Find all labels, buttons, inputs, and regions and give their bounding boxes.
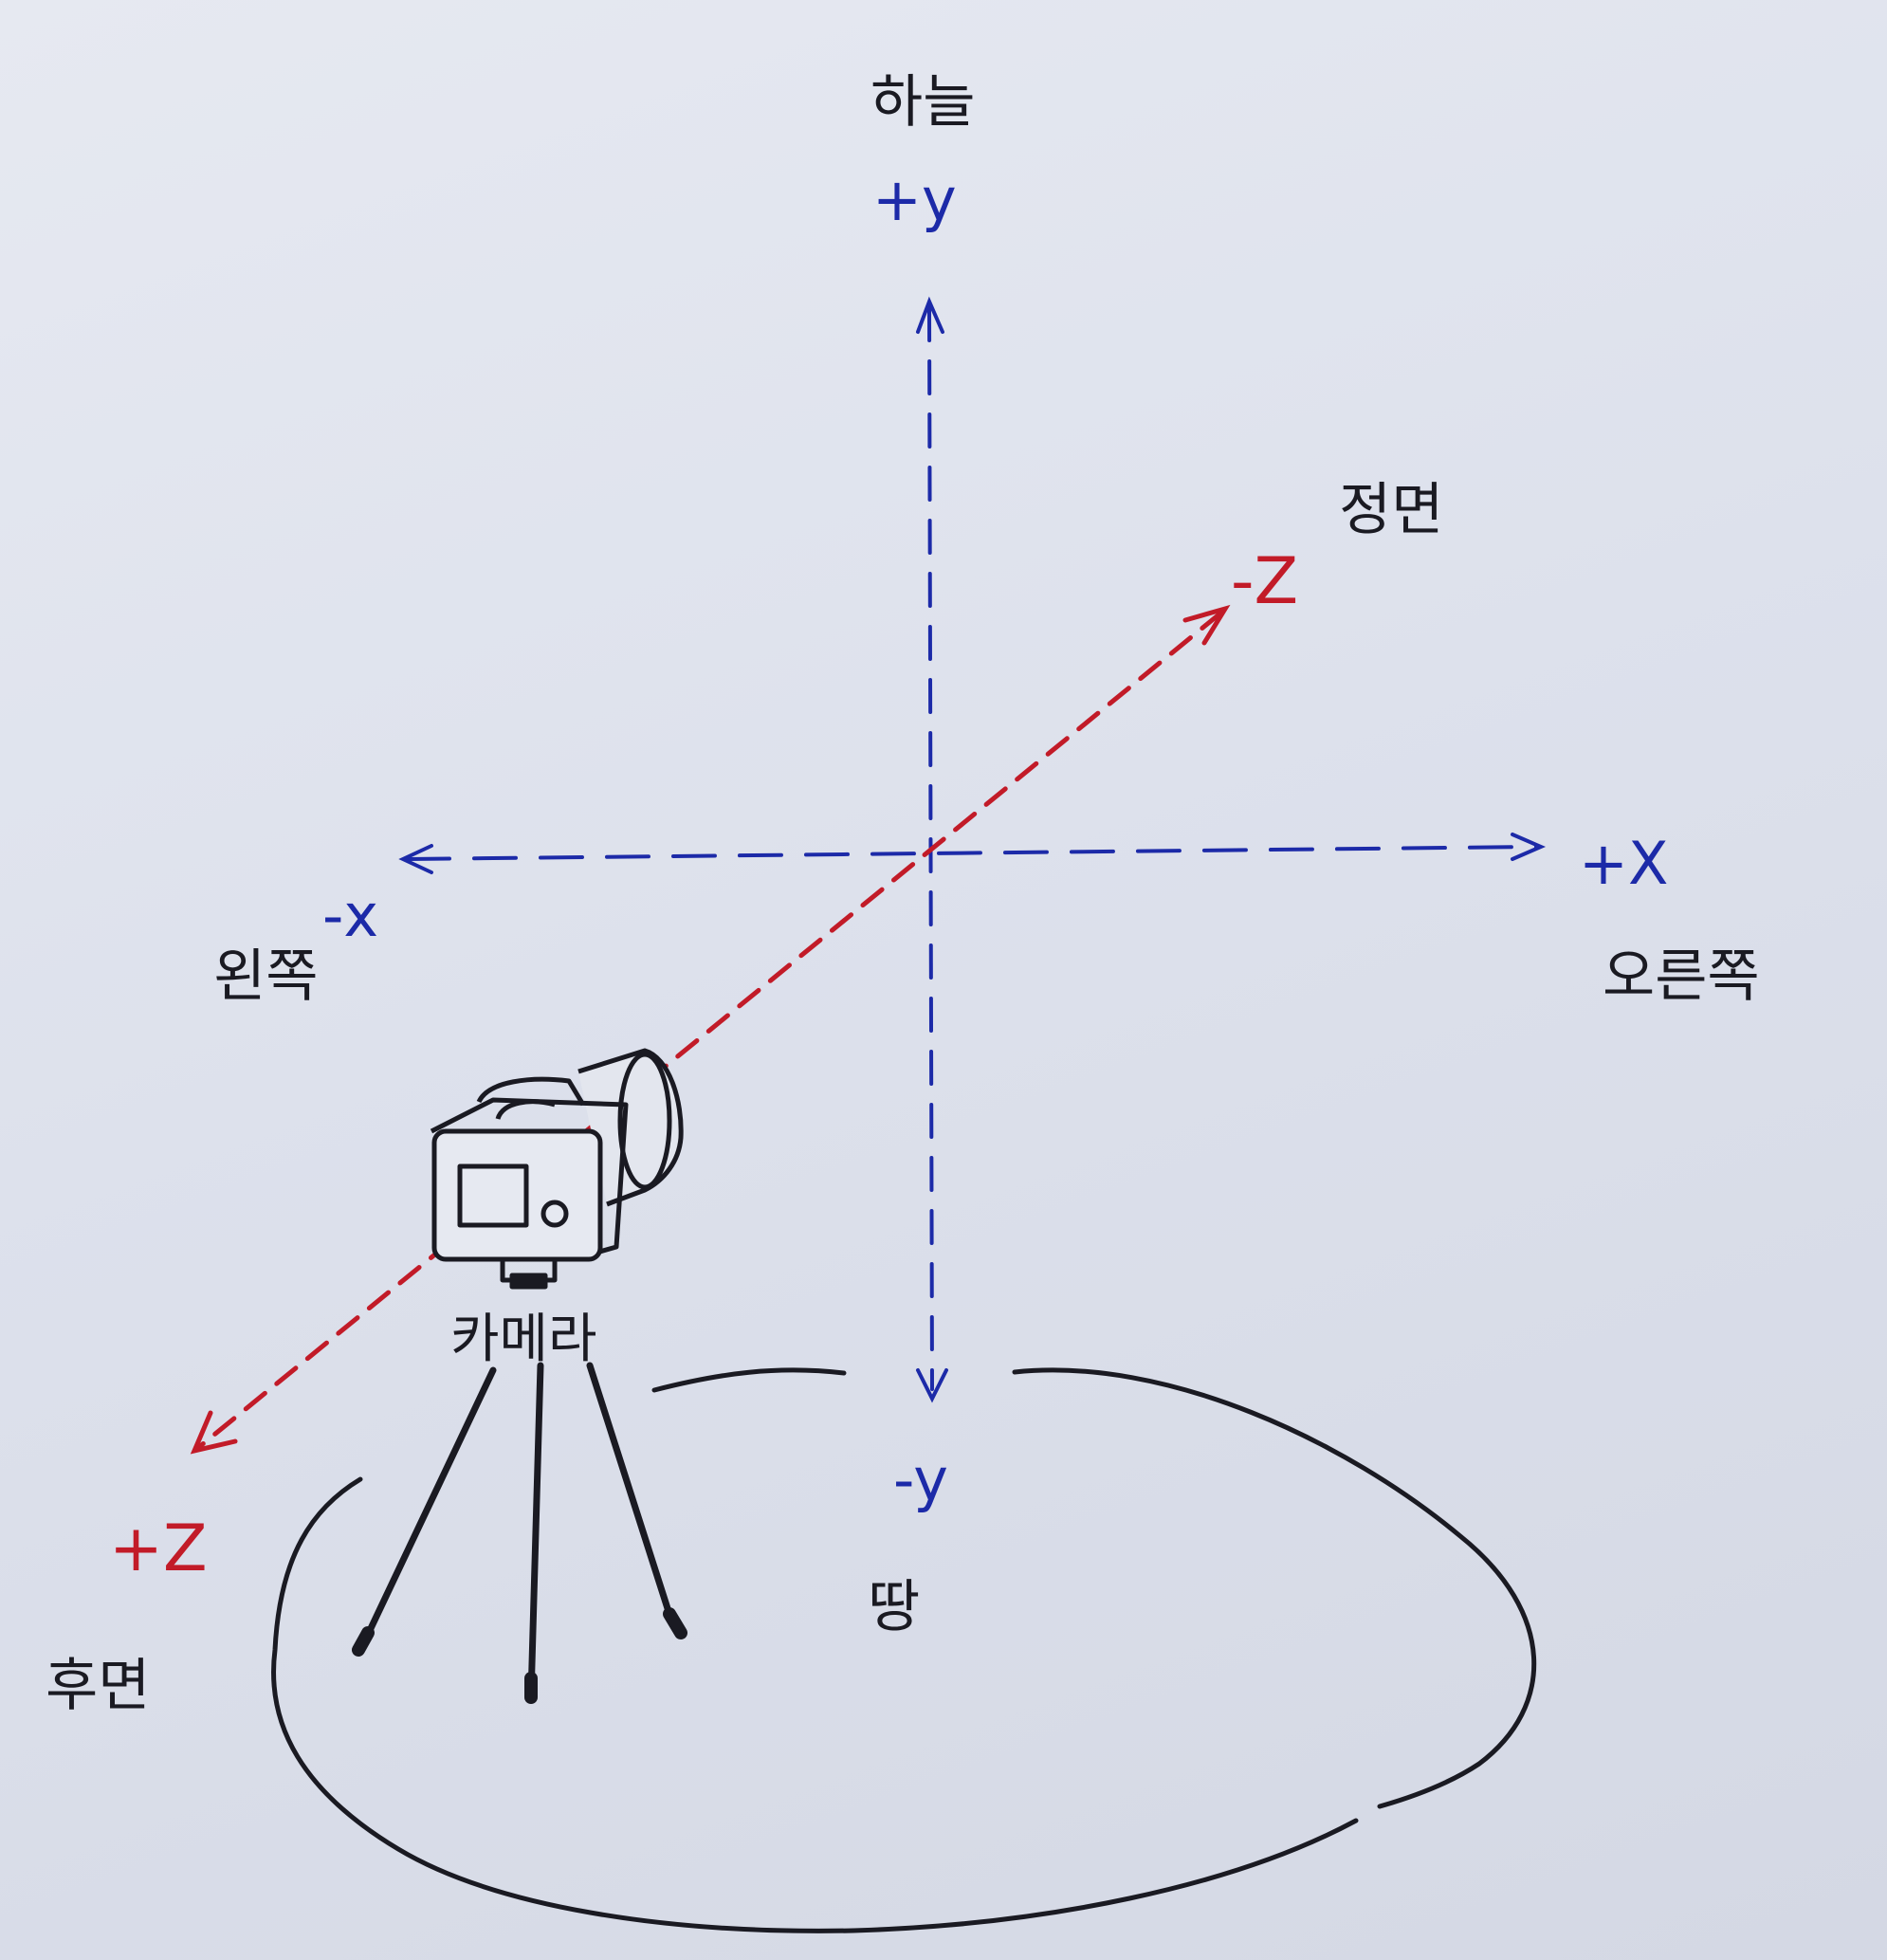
- y-axis-arrow-down: [916, 1368, 948, 1403]
- right-label: 오른쪽: [1603, 943, 1760, 1010]
- front-label: 정면: [1339, 477, 1444, 543]
- z-negative-label: -Z: [1231, 544, 1299, 619]
- sky-label: 하늘: [870, 69, 976, 136]
- z-axis-arrow-far: [1182, 604, 1231, 646]
- x-axis-arrow-left: [398, 844, 433, 874]
- z-axis-arrow-near: [190, 1410, 238, 1455]
- y-negative-label: -y: [893, 1445, 948, 1514]
- ground-label: 땅: [868, 1574, 921, 1640]
- x-axis-arrow-right: [1511, 833, 1547, 861]
- z-axis: [190, 604, 1231, 1455]
- left-label: 왼쪽: [213, 943, 319, 1010]
- z-positive-label: +Z: [109, 1511, 208, 1586]
- tripod-icon: [352, 1362, 687, 1704]
- x-axis: [398, 833, 1547, 874]
- camera-icon: [430, 1048, 684, 1290]
- camera-label: 카메라: [450, 1309, 597, 1370]
- x-positive-label: +X: [1579, 829, 1669, 898]
- y-axis-arrow-up: [916, 296, 944, 334]
- ground-ellipse: [271, 1367, 1537, 1933]
- back-label: 후면: [46, 1653, 151, 1719]
- x-negative-label: -x: [322, 881, 379, 950]
- y-positive-label: +y: [872, 165, 957, 234]
